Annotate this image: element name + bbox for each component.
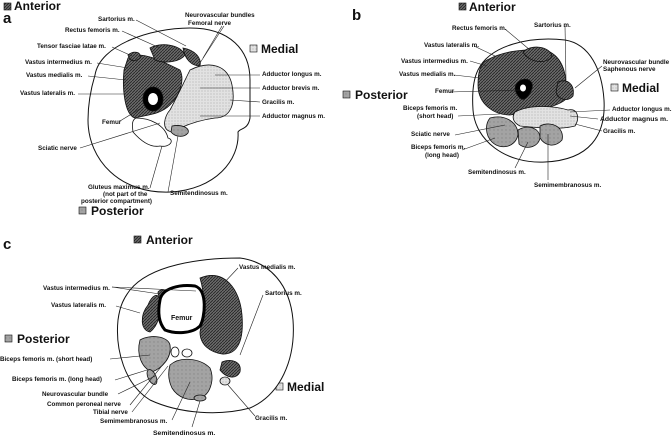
label-tibial-nerve: Tibial nerve — [93, 409, 128, 416]
rectus-femoris-muscle — [522, 46, 553, 62]
label-neurovascular-bundles: Neurovascular bundles — [185, 12, 255, 19]
gray-square-icon — [4, 334, 13, 343]
stippled-square-icon — [249, 44, 258, 53]
label-sartorius: Sartorius m. — [534, 22, 571, 29]
label-semimembranosus: Semimembranosus m. — [100, 418, 167, 425]
medial-heading: Medial — [287, 380, 324, 394]
femur-bone — [157, 284, 206, 335]
posterior-heading: Posterior — [91, 204, 144, 218]
panel-b: b Anterior Posterior Medial — [342, 0, 672, 189]
hatched-square-icon — [3, 2, 12, 11]
leader-lines — [78, 19, 261, 193]
label-biceps-short-head: Biceps femoris m. (short head) — [0, 356, 92, 363]
anterior-heading: Anterior — [146, 233, 193, 247]
label-vastus-intermedius: Vastus intermedius m. — [43, 285, 110, 292]
label-femur: Femur — [102, 119, 122, 126]
label-biceps-long-head: Biceps femoris m. — [411, 144, 465, 151]
label-biceps-long-head: Biceps femoris m. (long head) — [12, 376, 102, 383]
stippled-square-icon — [610, 83, 619, 92]
anterior-heading: Anterior — [469, 0, 516, 14]
label-semimembranosus: Semimembranosus m. — [534, 182, 601, 189]
hatched-square-icon — [133, 235, 142, 244]
leader-lines — [109, 267, 264, 428]
posterior-heading: Posterior — [355, 88, 408, 102]
adductor-muscles — [512, 106, 579, 129]
label-semitendinosus: Semitendinosus m. — [153, 430, 215, 437]
tensor-fasciae-latae-muscle — [127, 51, 141, 62]
biceps-femoris-long-head-muscle — [486, 116, 519, 148]
label-vastus-medialis: Vastus medialis m. — [239, 264, 296, 271]
gracilis-muscle — [219, 376, 231, 386]
label-biceps-short-head-note: (short head) — [417, 113, 453, 120]
sartorius-muscle — [219, 360, 241, 378]
label-gluteus-maximus: Gluteus maximus m. — [88, 184, 150, 191]
label-vastus-intermedius: Vastus intermedius m. — [25, 59, 92, 66]
femur-label-inside: Femur — [171, 315, 193, 322]
label-adductor-longus: Adductor longus m. — [262, 71, 322, 78]
label-adductor-brevis: Adductor brevis m. — [262, 85, 320, 92]
label-gracilis: Gracilis m. — [255, 415, 287, 422]
leader-lines — [449, 25, 611, 180]
anterior-heading: Anterior — [14, 0, 61, 13]
label-tensor-fasciae-latae: Tensor fasciae latae m. — [37, 43, 106, 50]
vessel — [170, 346, 180, 358]
label-gluteus-note-2: posterior compartment) — [81, 198, 152, 205]
label-vastus-lateralis: Vastus lateralis m. — [424, 42, 479, 49]
label-saphenous-nerve: Saphenous nerve — [603, 66, 656, 73]
semimembranosus-muscle — [539, 123, 563, 146]
label-sciatic-nerve: Sciatic nerve — [411, 131, 450, 138]
label-biceps-long-head-note: (long head) — [425, 152, 459, 159]
panel-letter: a — [3, 10, 12, 27]
vessel — [181, 348, 193, 358]
panel-letter: c — [3, 236, 11, 253]
label-vastus-medialis: Vastus medialis m. — [26, 72, 83, 79]
label-gluteus-note-1: (not part of the — [103, 191, 148, 198]
label-adductor-magnus: Adductor magnus m. — [600, 116, 668, 123]
semitendinosus-muscle — [193, 394, 207, 402]
gray-square-icon — [78, 206, 87, 215]
label-semitendinosus: Semitendinosus m. — [170, 190, 228, 197]
label-vastus-intermedius: Vastus intermedius m. — [401, 58, 468, 65]
label-sciatic-nerve: Sciatic nerve — [38, 145, 77, 152]
label-rectus-femoris: Rectus femoris m. — [452, 25, 507, 32]
label-biceps-short-head: Biceps femoris m. — [403, 105, 457, 112]
label-adductor-longus: Adductor longus m. — [612, 106, 672, 113]
label-neurovascular-bundle: Neurovascular bundle — [603, 59, 670, 66]
adductor-muscles — [164, 64, 234, 133]
label-sartorius: Sartorius m. — [265, 290, 302, 297]
panel-a: Anterior a Sartor — [3, 0, 325, 218]
label-vastus-lateralis: Vastus lateralis m. — [20, 90, 75, 97]
posterior-heading: Posterior — [17, 332, 70, 346]
panel-letter: b — [352, 7, 361, 24]
hatched-square-icon — [458, 2, 467, 11]
label-vastus-lateralis: Vastus lateralis m. — [51, 302, 106, 309]
femur-marrow — [520, 84, 526, 92]
panel-c: c Anterior Posterior Medial Femur — [0, 233, 324, 437]
biceps-femoris-short-head-muscle — [138, 336, 171, 373]
label-semitendinosus: Semitendinosus m. — [468, 169, 526, 176]
gray-square-icon — [342, 90, 351, 99]
semitendinosus-muscle — [517, 126, 541, 148]
femur-marrow — [148, 93, 158, 105]
label-vastus-medialis: Vastus medialis m. — [399, 71, 456, 78]
sartorius-muscle — [555, 80, 574, 100]
semitendinosus-muscle — [170, 125, 189, 137]
label-sartorius: Sartorius m. — [98, 16, 135, 23]
label-gracilis: Gracilis m. — [603, 128, 635, 135]
label-femoral-nerve: Femoral nerve — [188, 20, 232, 27]
label-common-peroneal-nerve: Common peroneal nerve — [47, 401, 121, 408]
label-gracilis: Gracilis m. — [262, 99, 294, 106]
gluteus-maximus-muscle — [132, 117, 172, 147]
medial-heading: Medial — [622, 81, 659, 95]
label-neurovascular-bundle: Neurovascular bundle — [42, 391, 109, 398]
label-femur: Femur — [435, 88, 455, 95]
label-rectus-femoris: Rectus femoris m. — [65, 27, 120, 34]
label-adductor-magnus: Adductor magnus m. — [262, 113, 325, 120]
medial-heading: Medial — [261, 42, 298, 56]
